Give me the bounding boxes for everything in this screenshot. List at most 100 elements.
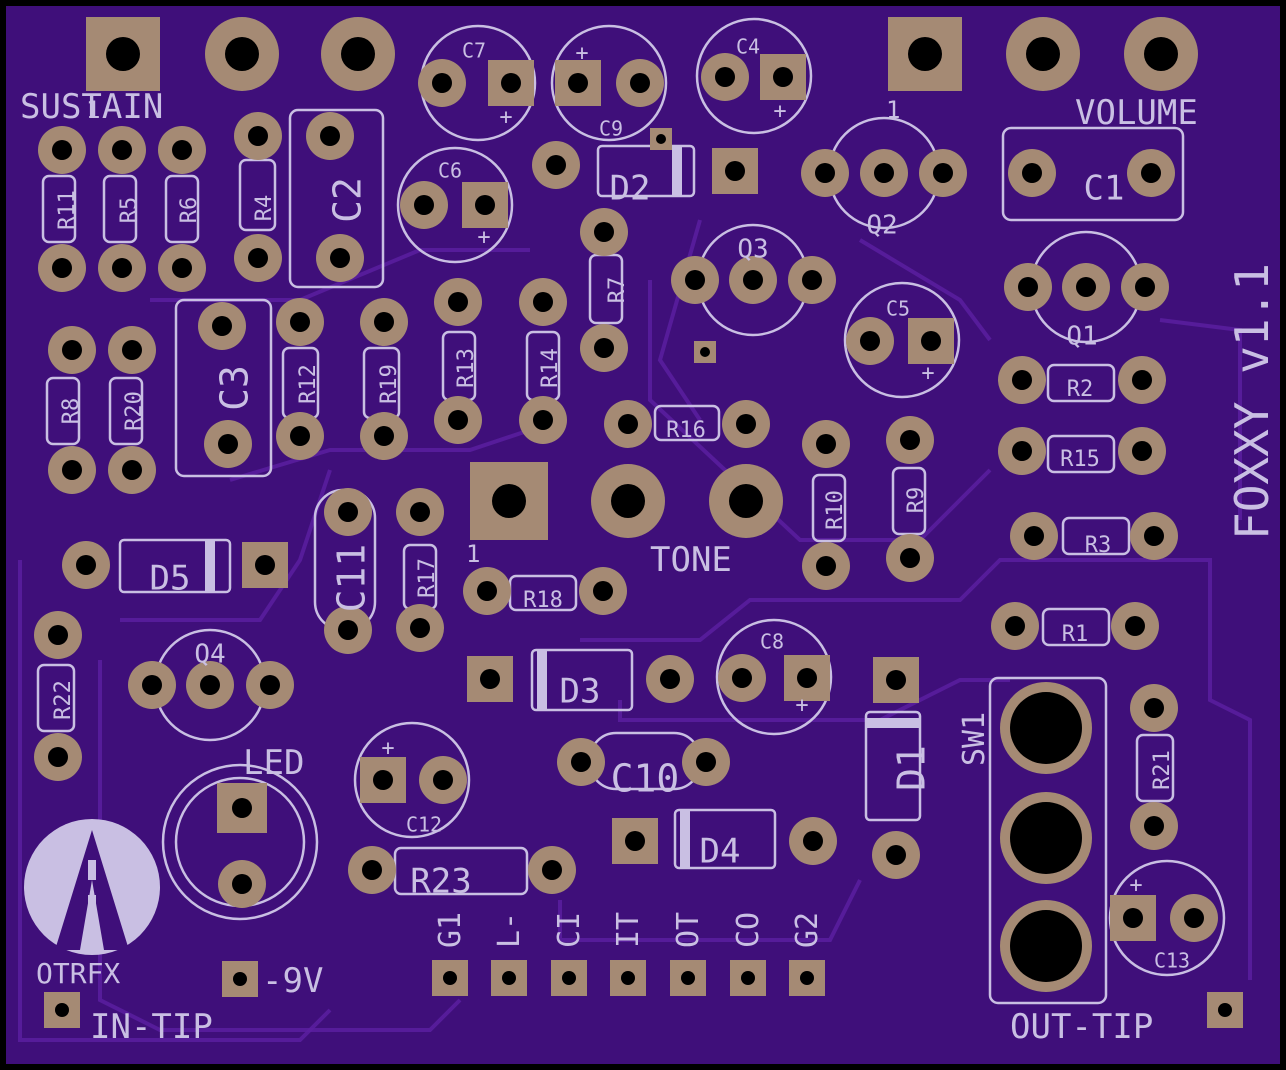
drill-hole [76,555,96,575]
header-pad-label-g2: G2 [790,912,825,948]
drill-hole [802,270,822,290]
drill-hole [1144,698,1164,718]
drill-hole [112,140,132,160]
drill-hole [1141,163,1161,183]
drill-hole [448,292,468,312]
drill-hole [122,340,142,360]
drill-hole [594,222,614,242]
ref-designator-c12: C12 [406,813,442,837]
ref-designator-q3: Q3 [737,235,768,265]
ref-designator-r22: R22 [51,680,76,720]
ref-designator-r3: R3 [1085,533,1112,558]
ref-designator-r12: R12 [296,364,321,404]
drill-hole [815,163,835,183]
volume-label: VOLUME [1075,93,1198,133]
drill-hole [374,312,394,332]
header-pad-label-ci: CI [552,912,587,948]
polarity-plus-mark: + [477,225,490,250]
drill-hole [533,410,553,430]
drill-hole [477,581,497,601]
drill-hole [685,270,705,290]
drill-hole [803,831,823,851]
drill-hole [594,338,614,358]
drill-hole [571,752,591,772]
ref-designator-q2: Q2 [866,211,897,241]
ref-designator-r14: R14 [538,348,563,388]
polarity-plus-mark: + [795,693,808,718]
ref-designator-c8: C8 [760,630,784,654]
ref-designator-c9: C9 [599,117,623,141]
drill-hole [1132,370,1152,390]
drill-hole [1018,277,1038,297]
drill-hole [533,292,553,312]
drill-hole [874,163,894,183]
drill-hole [860,331,880,351]
ref-designator-r15: R15 [1060,447,1100,472]
polarity-plus-mark: + [1129,873,1142,898]
ref-designator-r23: R23 [410,862,471,902]
drill-hole [900,548,920,568]
drill-hole [290,312,310,332]
otrfx-logo [24,819,160,955]
drill-hole [546,155,566,175]
ref-designator-r10: R10 [823,490,848,530]
drill-hole [900,430,920,450]
drill-hole [218,434,238,454]
drill-hole [1144,816,1164,836]
ref-designator-c13: C13 [1154,949,1190,973]
drill-hole [618,414,638,434]
drill-hole [1144,526,1164,546]
header-pad-label-co: CO [731,912,766,948]
ref-designator-r18: R18 [523,588,563,613]
sustain-label: SUSTAIN [20,87,163,127]
polarity-plus-mark: + [921,361,934,386]
drill-hole [62,340,82,360]
ref-designator-r9: R9 [904,487,929,514]
led-label: LED [243,743,304,783]
drill-hole [715,67,735,87]
drill-hole [410,502,430,522]
ref-designator-r8: R8 [59,398,84,425]
ref-designator-r21: R21 [1150,750,1175,790]
drill-hole [122,460,142,480]
drill-hole [1005,616,1025,636]
drill-hole [432,73,452,93]
drill-hole [1132,441,1152,461]
square-pads [44,17,1243,1028]
ref-designator-r4: R4 [252,195,277,222]
drill-hole [736,414,756,434]
drill-hole [330,248,350,268]
polarity-plus-mark: + [575,41,588,66]
out-tip-label: OUT-TIP [1010,1007,1153,1047]
ref-designator-c1: C1 [1084,169,1125,209]
ref-designator-r17: R17 [415,558,440,598]
ref-designator-c10: C10 [611,757,680,801]
drill-hole [374,426,394,446]
drill-hole [630,73,650,93]
drill-hole [448,410,468,430]
ref-designator-r6: R6 [177,197,202,224]
drill-hole [338,502,358,522]
drill-hole [1024,526,1044,546]
drill-hole [1022,163,1042,183]
drill-hole [433,770,453,790]
header-pad-label-g1: G1 [433,912,468,948]
drill-hole [248,248,268,268]
drill-hole [232,874,252,894]
polarity-plus-mark: + [773,99,786,124]
drill-hole [660,669,680,689]
drill-hole [1012,441,1032,461]
drill-hole [260,675,280,695]
tone-label: TONE [650,540,732,580]
drill-hole [200,675,220,695]
drill-hole [320,126,340,146]
sw1-label: SW1 [957,712,992,766]
pin1-tone-label: 1 [466,540,480,568]
ref-designator-d4: D4 [700,832,741,872]
drill-hole [290,426,310,446]
ref-designator-c11: C11 [330,544,374,613]
ref-designator-c7: C7 [462,39,486,63]
drill-hole [142,675,162,695]
